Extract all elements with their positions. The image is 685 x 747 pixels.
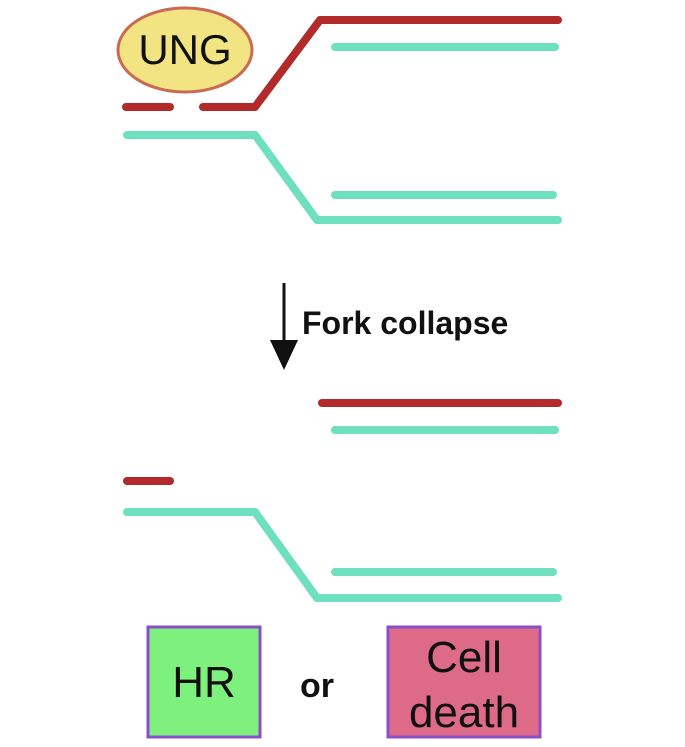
outcome-cell-death: Cell death [386, 625, 542, 739]
outcome-hr: HR [146, 625, 262, 739]
replication-fork-top [122, 16, 562, 224]
hr-box [146, 625, 262, 739]
fork-collapse-label: Fork collapse [302, 305, 508, 341]
cell-death-label-line2: death [409, 688, 519, 737]
red-strand-leading [199, 16, 562, 111]
teal-strand-template [123, 131, 562, 224]
cell-death-box [386, 625, 542, 739]
teal-strand-template-bottom [123, 508, 562, 602]
ung-enzyme: UNG [116, 6, 254, 94]
cell-death-label-line1: Cell [426, 633, 502, 682]
fork-collapse-arrow: Fork collapse [270, 283, 508, 370]
ung-label: UNG [138, 26, 231, 73]
ung-ellipse [116, 6, 254, 94]
or-connector: or [300, 667, 334, 705]
arrow-head [270, 340, 298, 370]
hr-label: HR [172, 658, 236, 707]
collapsed-fork-bottom [123, 399, 562, 602]
